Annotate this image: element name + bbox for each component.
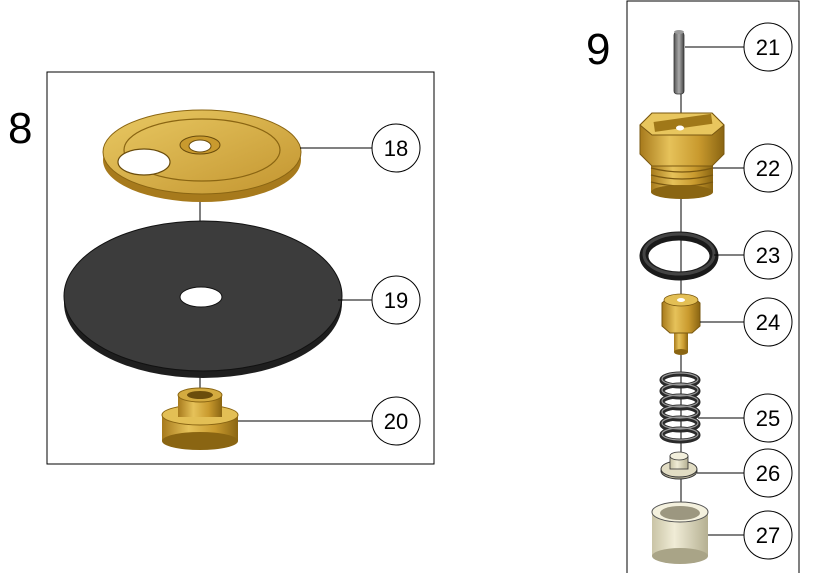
callout-22-label: 22 [756, 156, 780, 181]
callout-19-label: 19 [384, 288, 408, 313]
spring-seat [660, 451, 698, 480]
callout-23: 23 [714, 230, 793, 280]
rubber-diaphragm [63, 220, 343, 378]
callout-19: 19 [338, 275, 421, 325]
callout-20: 20 [238, 396, 421, 446]
brass-diaphragm-plate [102, 109, 302, 202]
callout-18-label: 18 [384, 136, 408, 161]
hex-valve-stem [661, 293, 701, 355]
callout-24: 24 [700, 297, 793, 347]
callout-25-label: 25 [756, 406, 780, 431]
callout-21: 21 [685, 22, 793, 72]
brass-valve-cap [639, 112, 725, 199]
callout-25: 25 [698, 393, 793, 443]
callout-22: 22 [713, 143, 793, 193]
callout-21-label: 21 [756, 35, 780, 60]
callout-26-label: 26 [756, 461, 780, 486]
callout-27-label: 27 [756, 523, 780, 548]
brass-bushing [161, 387, 239, 450]
coil-spring-highlight [661, 372, 699, 441]
pin [673, 30, 685, 95]
callout-23-label: 23 [756, 243, 780, 268]
callout-20-label: 20 [384, 409, 408, 434]
group-8-frame [46, 71, 435, 465]
group-9-number: 9 [586, 25, 610, 74]
group-9-frame [626, 0, 800, 573]
o-ring [639, 231, 719, 281]
callout-27: 27 [708, 510, 793, 560]
valve-cup [651, 501, 709, 564]
callout-18: 18 [300, 123, 421, 173]
callout-24-label: 24 [756, 310, 780, 335]
callout-26: 26 [697, 448, 793, 498]
group-8-number: 8 [8, 104, 32, 153]
